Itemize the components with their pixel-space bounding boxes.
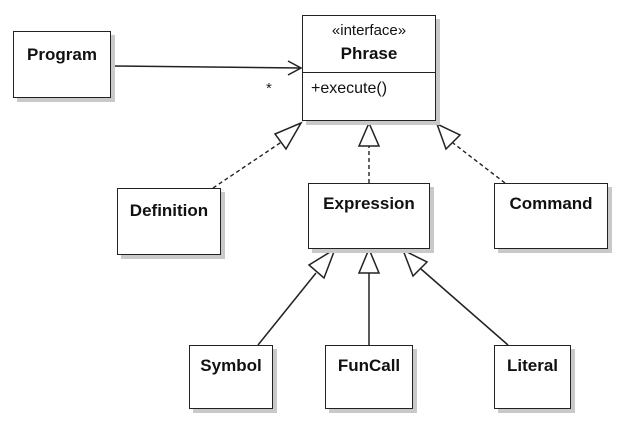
- realization-definition-phrase: [212, 138, 287, 189]
- class-symbol[interactable]: Symbol: [189, 345, 273, 409]
- generalization-triangle-symbol: [307, 247, 337, 280]
- class-expression[interactable]: Expression: [308, 183, 430, 249]
- interface-phrase[interactable]: «interface» Phrase +execute(): [302, 15, 436, 121]
- class-definition-name: Definition: [129, 201, 209, 220]
- class-program[interactable]: Program: [13, 31, 111, 98]
- interface-phrase-name: Phrase: [340, 44, 398, 63]
- generalization-literal-expression: [420, 268, 509, 346]
- interface-operation-execute: +execute(): [311, 80, 388, 97]
- interface-divider: [303, 72, 435, 73]
- class-command[interactable]: Command: [494, 183, 608, 249]
- realization-triangle-command: [435, 122, 462, 151]
- class-expression-name: Expression: [323, 194, 415, 213]
- association-multiplicity: *: [266, 80, 272, 97]
- association-arrowhead: [287, 60, 303, 76]
- class-symbol-name: Symbol: [200, 356, 262, 375]
- generalization-triangle-funcall: [357, 247, 381, 274]
- class-program-name: Program: [27, 45, 97, 64]
- class-definition[interactable]: Definition: [117, 188, 221, 255]
- realization-triangle-definition: [273, 121, 303, 151]
- class-command-name: Command: [509, 194, 593, 213]
- class-funcall-name: FunCall: [337, 356, 401, 375]
- realization-command-phrase: [452, 142, 506, 184]
- generalization-symbol-expression: [257, 272, 317, 346]
- class-literal[interactable]: Literal: [494, 345, 571, 409]
- class-funcall[interactable]: FunCall: [325, 345, 413, 409]
- realization-triangle-expression: [357, 121, 381, 147]
- association-program-phrase: [111, 65, 301, 69]
- generalization-triangle-literal: [401, 248, 429, 278]
- class-literal-name: Literal: [506, 356, 559, 375]
- interface-stereotype: «interface»: [331, 22, 407, 39]
